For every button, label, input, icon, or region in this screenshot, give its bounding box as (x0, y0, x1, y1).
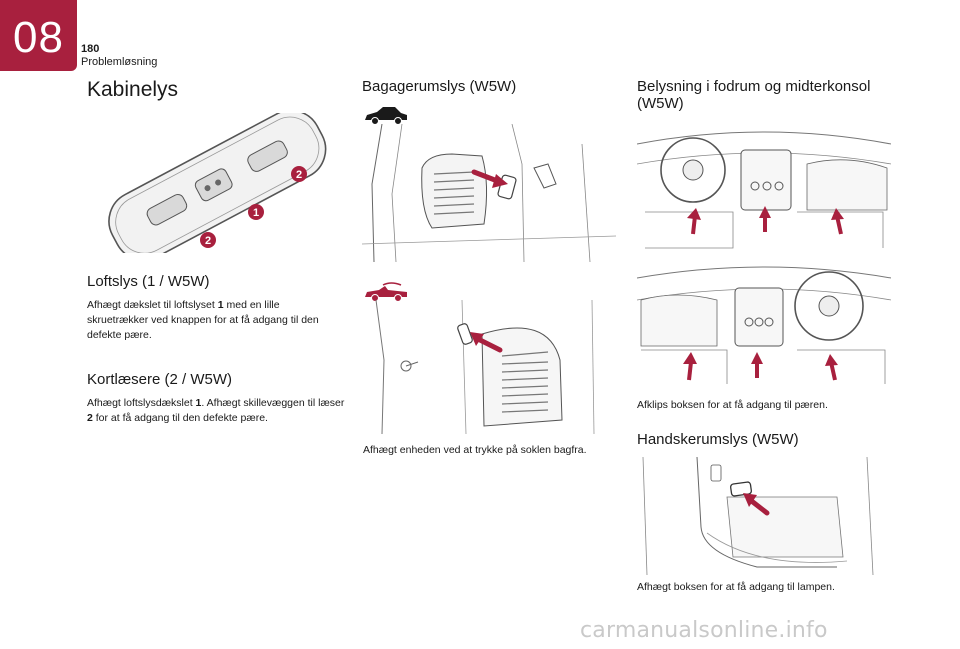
loft-light-heading: Loftslys (1 / W5W) (87, 273, 210, 290)
glovebox-light-heading: Handskerumslys (W5W) (637, 431, 799, 448)
callout-2-bottom: 2 (205, 235, 211, 247)
reading-light-text: Afhægt loftslysdækslet 1. Afhægt skillev… (87, 396, 347, 426)
text-segment: Afhægt dækslet til loftslyset (87, 299, 218, 311)
text-segment: for at få adgang til den defekte pære. (92, 412, 268, 424)
page-number: 180 (81, 43, 100, 55)
bold-reference: 1 (217, 299, 224, 311)
loft-light-text: Afhægt dækslet til loftslyset 1 med en l… (87, 298, 342, 343)
convertible-trunk-figure (362, 300, 616, 434)
callout-2-top: 2 (296, 169, 302, 181)
convertible-car-icon (363, 281, 409, 303)
sedan-car-icon (363, 104, 409, 126)
footwell-light-text: Afklips boksen for at få adgang til pære… (637, 399, 828, 411)
chapter-tab (0, 0, 77, 71)
footwell-light-heading-line1: Belysning i fodrum og midterkonsol (637, 78, 871, 95)
text-segment: Afhægt loftslysdækslet (87, 397, 196, 409)
footwell-rhd-figure (637, 256, 891, 390)
sedan-trunk-figure (362, 124, 616, 262)
glovebox-figure (637, 457, 891, 575)
bold-reference: 2 (87, 412, 93, 424)
trunk-light-heading: Bagagerumslys (W5W) (362, 78, 517, 95)
ceiling-light-figure: 2 1 2 (92, 113, 338, 253)
text-segment: med en lille skruetrækker ved knappen fo… (87, 299, 319, 341)
section-name: Problemløsning (81, 56, 158, 68)
footwell-light-heading-line2: (W5W) (637, 95, 684, 112)
watermark-text: carmanualsonline.info (580, 618, 828, 643)
footwell-lhd-figure (637, 124, 891, 254)
bold-reference: 1 (195, 397, 202, 409)
chapter-number: 08 (13, 13, 64, 62)
callout-1: 1 (253, 207, 259, 219)
text-segment: . Afhægt skillevæggen til læser (201, 397, 345, 409)
page-title: Kabinelys (87, 78, 179, 101)
trunk-light-text: Afhægt enheden ved at trykke på soklen b… (363, 444, 587, 456)
glovebox-light-text: Afhægt boksen for at få adgang til lampe… (637, 581, 835, 593)
reading-light-heading: Kortlæsere (2 / W5W) (87, 371, 233, 388)
